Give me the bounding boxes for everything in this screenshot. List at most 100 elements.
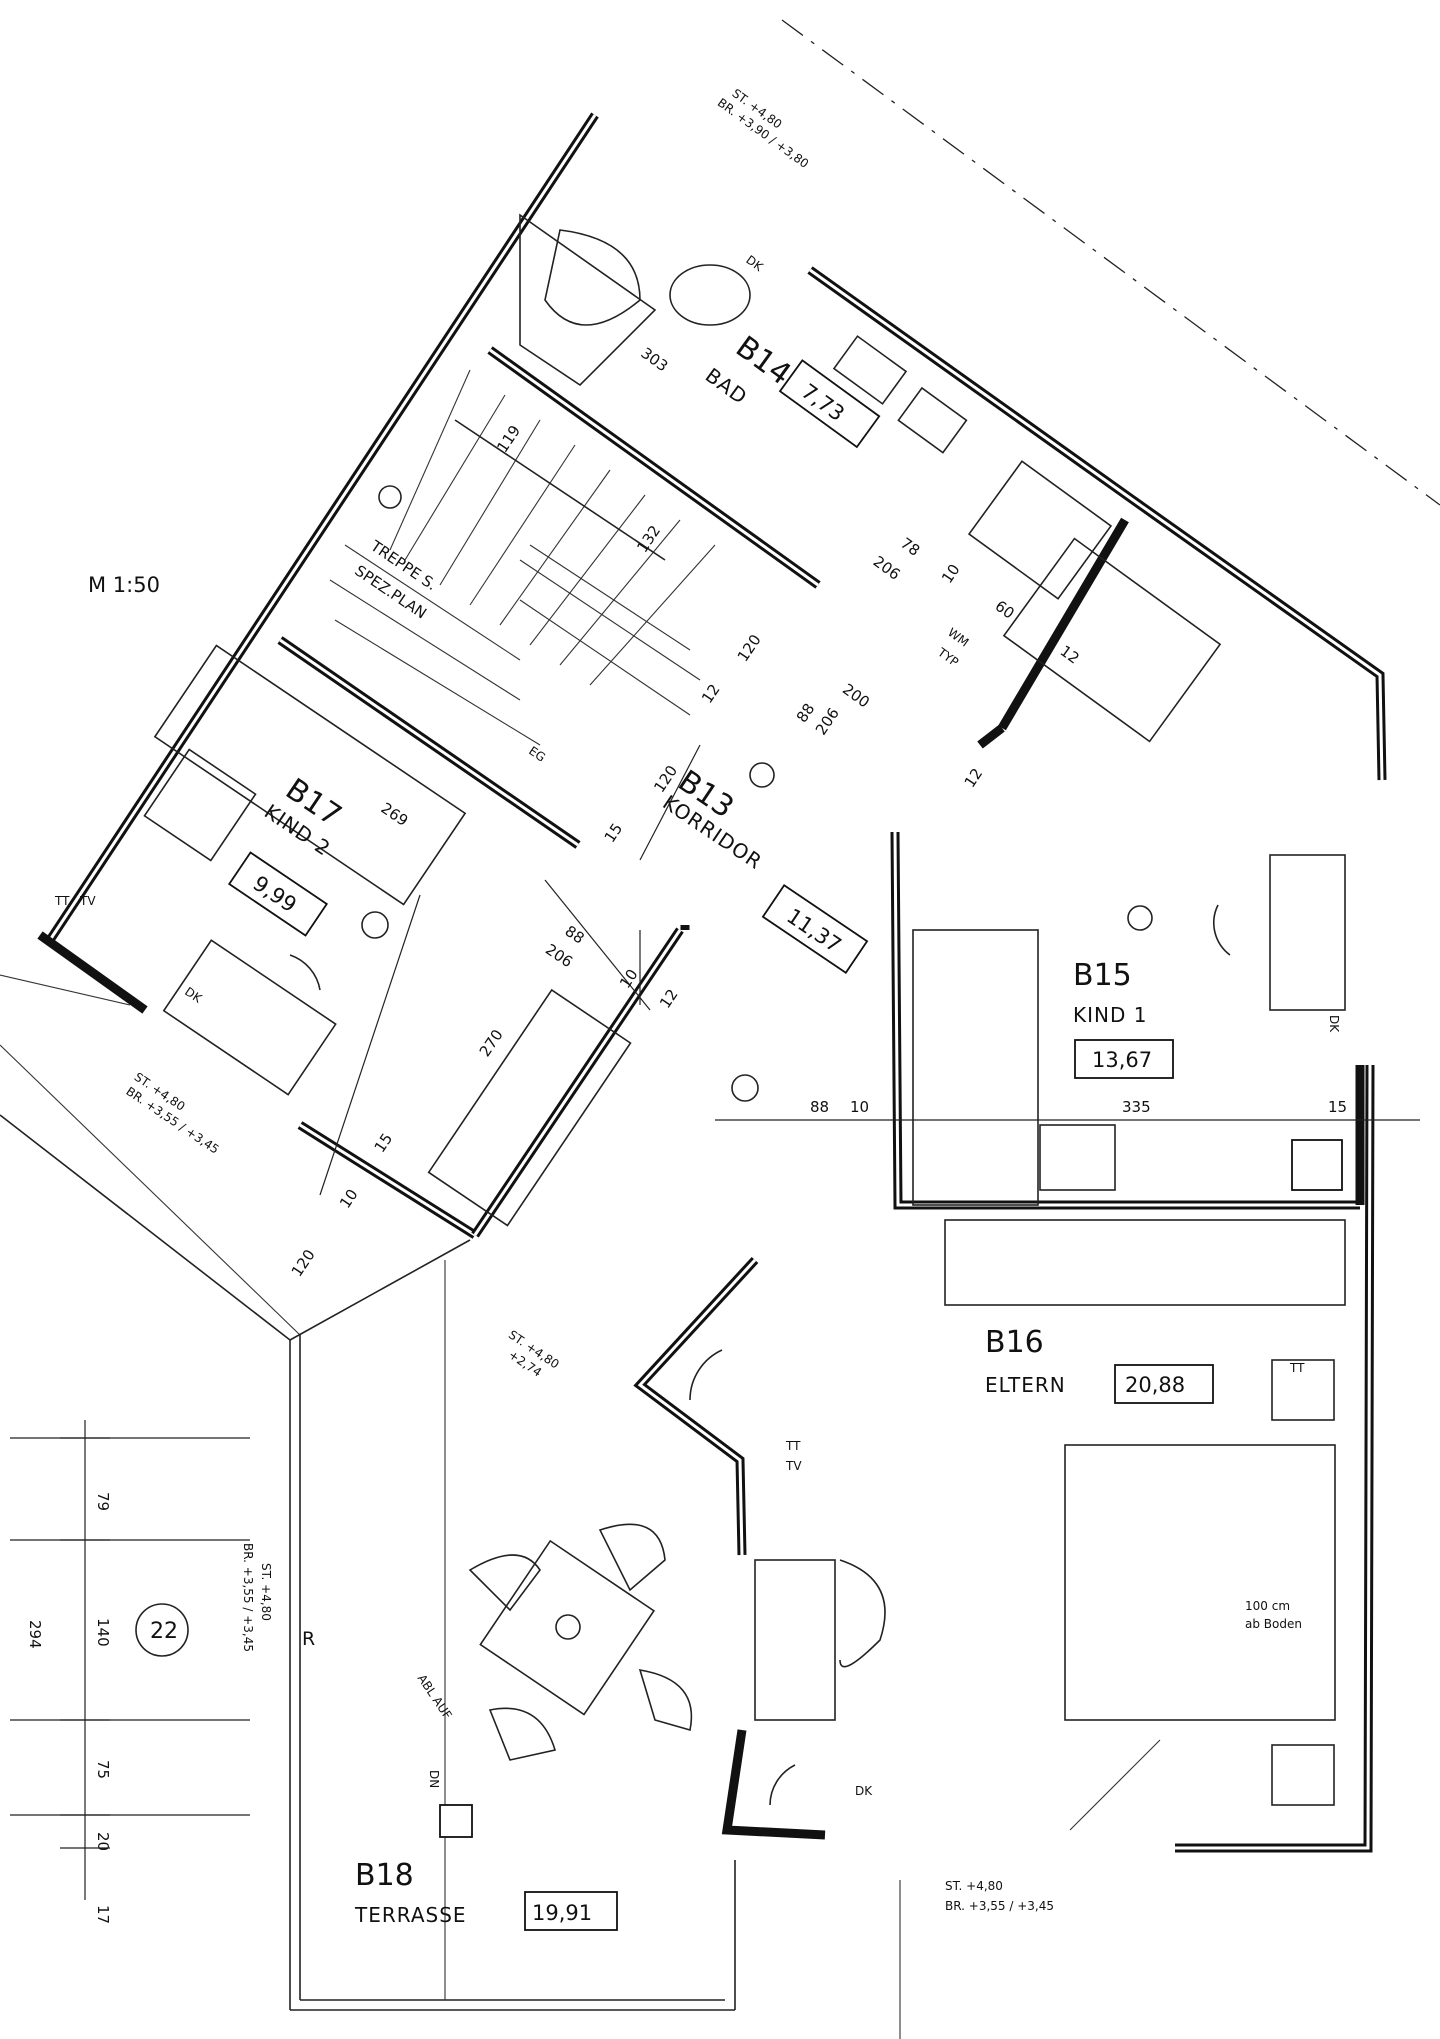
dim-w88a: 88 bbox=[793, 700, 819, 726]
dim-e88: 88 bbox=[810, 1098, 829, 1116]
dim-k270: 270 bbox=[476, 1026, 507, 1060]
dim-stair-d: 12 bbox=[698, 681, 724, 707]
dim-s17: 17 bbox=[94, 1905, 112, 1924]
area-box-b14 bbox=[778, 359, 881, 449]
room-area-b15: 13,67 bbox=[1092, 1048, 1152, 1072]
label-100cm: 100 cm bbox=[1245, 1599, 1290, 1613]
dim-w206a: 206 bbox=[870, 552, 904, 583]
note-side-st: ST. +4,80 bbox=[259, 1563, 273, 1621]
label-tt-corr: TT bbox=[785, 1439, 801, 1453]
label-dk-eltern: DK bbox=[855, 1784, 873, 1798]
wall-core bbox=[893, 831, 1360, 1207]
desk bbox=[153, 644, 467, 906]
label-abl-auf: ABL AUF bbox=[415, 1672, 455, 1722]
area-box-b18 bbox=[524, 1891, 618, 1931]
label-wm: WM bbox=[945, 625, 971, 649]
dim-w200: 200 bbox=[839, 680, 873, 711]
terrace-chair bbox=[488, 1707, 557, 1761]
window-sash bbox=[162, 939, 337, 1096]
sink bbox=[832, 335, 908, 405]
dim-s140: 140 bbox=[94, 1618, 112, 1647]
dim-stair-c: 120 bbox=[734, 631, 765, 665]
label-dk-kind1: DK bbox=[1327, 1015, 1341, 1033]
label-tv-kind2: TV bbox=[79, 894, 96, 908]
terrace-roof-line bbox=[289, 1239, 471, 1341]
bathtub-basin bbox=[544, 229, 641, 326]
wall-utility bbox=[977, 724, 1005, 749]
dim-stair-a: 119 bbox=[493, 422, 524, 456]
property-line bbox=[781, 19, 1440, 506]
label-r: R bbox=[302, 1628, 315, 1650]
dim-k15: 15 bbox=[371, 1130, 397, 1156]
dim-e15: 15 bbox=[1328, 1098, 1347, 1116]
bed bbox=[427, 988, 632, 1227]
dim-w78: 78 bbox=[897, 534, 923, 560]
exterior-wall-core bbox=[1175, 1064, 1372, 1850]
area-box-b16 bbox=[1114, 1364, 1214, 1404]
door-swing bbox=[689, 1349, 723, 1401]
dim-w12b: 12 bbox=[961, 765, 987, 791]
label-tv-corr: TV bbox=[785, 1459, 802, 1473]
wall-bath-kind1 bbox=[998, 517, 1129, 731]
stair-eg-label: EG bbox=[526, 744, 548, 765]
dim-s75: 75 bbox=[94, 1760, 112, 1779]
room-id-b16: B16 bbox=[985, 1325, 1044, 1360]
dim-w60: 60 bbox=[992, 597, 1018, 623]
dim-w15a: 15 bbox=[601, 820, 627, 846]
door-swing bbox=[289, 954, 321, 991]
dim-e10: 10 bbox=[850, 1098, 869, 1116]
floor-drain bbox=[439, 1804, 473, 1838]
wardrobe bbox=[143, 748, 257, 862]
note-side-br: BR. +3,55 / +3,45 bbox=[241, 1543, 255, 1652]
dim-w10a: 10 bbox=[938, 561, 964, 587]
dim-e335: 335 bbox=[1122, 1098, 1151, 1116]
room-id-b18: B18 bbox=[355, 1858, 414, 1893]
dim-bath-len: 303 bbox=[638, 344, 672, 375]
terrace-edge-line bbox=[0, 1114, 291, 1341]
stair-run bbox=[329, 369, 716, 746]
desk bbox=[1002, 537, 1222, 743]
dim-k12: 12 bbox=[656, 986, 682, 1012]
label-dk-kind2: DK bbox=[182, 984, 205, 1006]
shower-tray bbox=[967, 460, 1113, 600]
label-tt-kind2: TT bbox=[54, 894, 70, 908]
exterior-wall-core bbox=[473, 929, 682, 1236]
exterior-wall bbox=[37, 931, 148, 1014]
sheet-number-circle bbox=[135, 1603, 189, 1657]
terrace-chair bbox=[598, 1523, 666, 1592]
exterior-wall-core bbox=[637, 1258, 757, 1556]
bathtub bbox=[519, 213, 657, 387]
dim-s20: 20 bbox=[94, 1832, 112, 1851]
area-box-b17 bbox=[227, 851, 329, 937]
diag-line bbox=[1069, 1739, 1161, 1831]
scale-label: M 1:50 bbox=[88, 573, 160, 597]
light-fixture bbox=[361, 485, 1153, 1640]
room-id-b15: B15 bbox=[1073, 958, 1132, 993]
terrace-parapet bbox=[0, 974, 131, 1006]
label-typ: TYP bbox=[934, 645, 961, 670]
wall-core bbox=[489, 348, 819, 587]
dim-k206: 206 bbox=[542, 940, 576, 971]
chair bbox=[839, 1559, 886, 1668]
note-eltern-br: BR. +3,55 / +3,45 bbox=[945, 1899, 1054, 1913]
window-table bbox=[1269, 854, 1346, 1011]
note-eltern-st: ST. +4,80 bbox=[945, 1879, 1003, 1893]
dim-s79: 79 bbox=[94, 1492, 112, 1511]
room-name-b16: ELTERN bbox=[985, 1373, 1066, 1397]
label-dn: DN bbox=[427, 1770, 441, 1788]
stove-box bbox=[1291, 1139, 1343, 1191]
toilet bbox=[669, 264, 751, 326]
stair-arrow bbox=[454, 419, 666, 561]
exterior-wall bbox=[633, 1256, 759, 1556]
sheet-number: 22 bbox=[150, 1619, 178, 1644]
dim-s294: 294 bbox=[26, 1620, 44, 1649]
exterior-wall-core bbox=[299, 1123, 476, 1237]
dim-k269: 269 bbox=[378, 799, 412, 830]
exterior-wall-core bbox=[48, 114, 597, 941]
door-swing bbox=[769, 1764, 796, 1806]
wardrobe-bar bbox=[944, 1219, 1346, 1306]
area-box-b13 bbox=[761, 884, 869, 974]
balcony-door bbox=[754, 1559, 836, 1721]
terrace-chair bbox=[638, 1668, 693, 1732]
